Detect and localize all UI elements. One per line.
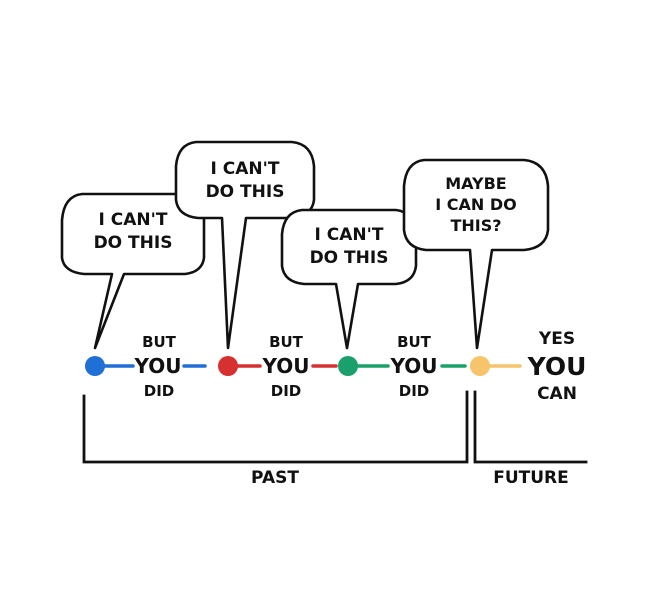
bubble-3-line-1: I CAN'T	[315, 225, 384, 245]
caption-3: BUT YOU DID	[389, 333, 437, 400]
future-label: FUTURE	[493, 468, 569, 488]
caption-1-top: BUT	[142, 333, 177, 351]
node-2	[218, 356, 238, 376]
caption-3-middle: YOU	[389, 354, 437, 378]
caption-2: BUT YOU DID	[261, 333, 309, 400]
bubble-4-line-3: THIS?	[450, 216, 501, 235]
future-bracket	[473, 390, 588, 464]
caption-4-top: YES	[538, 329, 575, 349]
speech-bubble-2: I CAN'T DO THIS	[174, 140, 316, 350]
past-bracket	[82, 390, 469, 464]
caption-3-top: BUT	[397, 333, 432, 351]
bubble-2-line-1: I CAN'T	[211, 159, 280, 179]
bubble-4-line-2: I CAN DO	[435, 195, 517, 214]
caption-2-middle: YOU	[261, 354, 309, 378]
caption-2-bottom: DID	[271, 382, 301, 400]
speech-bubble-3: I CAN'T DO THIS	[280, 208, 418, 350]
bubble-1-line-2: DO THIS	[94, 233, 173, 253]
bubble-4-line-1: MAYBE	[445, 174, 506, 193]
caption-1-bottom: DID	[144, 382, 174, 400]
caption-1-middle: YOU	[133, 354, 181, 378]
speech-bubble-4: MAYBE I CAN DO THIS?	[402, 158, 550, 350]
speech-bubble-1: I CAN'T DO THIS	[60, 192, 206, 350]
bubble-3-line-2: DO THIS	[310, 248, 389, 268]
caption-4-middle: YOU	[527, 352, 587, 381]
caption-3-bottom: DID	[399, 382, 429, 400]
node-4	[470, 356, 490, 376]
node-3	[338, 356, 358, 376]
bubble-1-line-1: I CAN'T	[99, 210, 168, 230]
bubble-2-line-2: DO THIS	[206, 182, 285, 202]
node-1	[85, 356, 105, 376]
caption-1: BUT YOU DID	[133, 333, 181, 400]
caption-4-bottom: CAN	[537, 384, 577, 404]
past-label: PAST	[251, 468, 299, 488]
caption-2-top: BUT	[269, 333, 304, 351]
caption-4: YES YOU CAN	[527, 329, 587, 404]
